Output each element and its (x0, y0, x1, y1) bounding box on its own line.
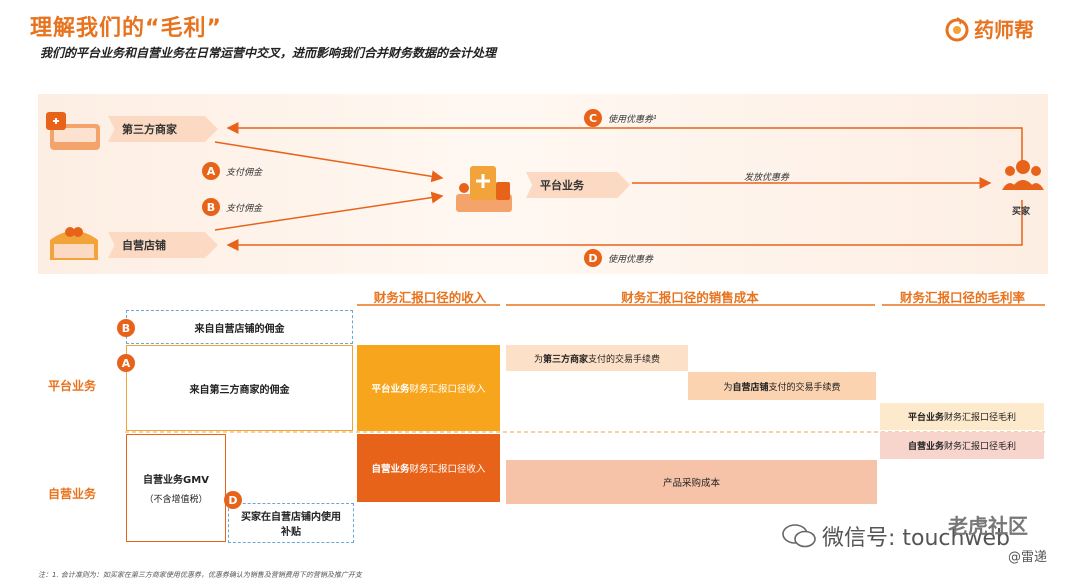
box-a-badge: A (117, 354, 135, 372)
margin-platform: 平台业务财务汇报口径毛利 (880, 403, 1044, 430)
page-subtitle: 我们的平台业务和自营业务在日常运营中交叉，进而影响我们合并财务数据的会计处理 (40, 46, 497, 60)
margin-self: 自营业务财务汇报口径毛利 (880, 432, 1044, 459)
col-header-revenue: 财务汇报口径的收入 (373, 290, 487, 305)
logo-icon (945, 16, 969, 41)
box-self-gmv: 自营业务GMV （不含增值税） (126, 434, 226, 542)
wechat-watermark: 微信号: touchweb (782, 520, 1010, 552)
col-header-margin: 财务汇报口径的毛利率 (899, 290, 1025, 305)
box-b-commission-own-store: 来自自营店铺的佣金 (126, 310, 353, 344)
third-party-merchant-node: 第三方商家 (108, 116, 218, 142)
box-b-text: 来自自营店铺的佣金 (194, 323, 285, 335)
store-icon (50, 227, 98, 260)
revenue-self-block: 自营业务财务汇报口径收入 (357, 434, 500, 502)
community-watermark: 老虎社区 (948, 514, 1028, 538)
cost-third-party-fee: 为第三方商家支付的交易手续费 (506, 345, 688, 371)
cost-third-bold: 第三方商家 (542, 354, 588, 365)
step-d-label: 使用优惠券 (608, 254, 654, 265)
logo-text: 药师帮 (974, 18, 1034, 42)
margin-self-bold: 自营业务 (907, 442, 944, 452)
step-b-label: 支付佣金 (226, 203, 263, 214)
margin-self-rest: 财务汇报口径毛利 (944, 442, 1017, 452)
own-store-node: 自营店铺 (108, 232, 218, 258)
cost-own-post: 支付的交易手续费 (768, 382, 841, 393)
box-d-text: 买家在自营店铺内使用补贴 (241, 512, 341, 538)
cost-own-bold: 自营店铺 (732, 382, 769, 393)
cost-own-store-fee: 为自营店铺支付的交易手续费 (688, 372, 876, 400)
box-d-buyer-subsidy: 买家在自营店铺内使用补贴 (228, 503, 354, 543)
step-c-label: 使用优惠券¹ (608, 114, 657, 125)
buyer-group-icon (1002, 160, 1044, 190)
step-d: D 使用优惠券 (584, 249, 653, 267)
step-d-badge: D (584, 249, 602, 267)
brand-logo: 药师帮 (944, 14, 1034, 43)
page-title: 理解我们的“毛利” (30, 16, 222, 41)
box-a-text: 来自第三方商家的佣金 (189, 384, 290, 396)
box-a-commission-third-party: 来自第三方商家的佣金 (126, 345, 353, 431)
flow-arrows (214, 122, 1023, 251)
step-a-badge: A (202, 162, 220, 180)
col-header-cost: 财务汇报口径的销售成本 (621, 290, 759, 305)
step-c-badge: C (584, 109, 602, 127)
cost-third-post: 支付的交易手续费 (588, 354, 661, 365)
revenue-self-rest: 财务汇报口径收入 (409, 464, 486, 475)
box-b-badge: B (117, 319, 135, 337)
box-gmv-line2: （不含增值税） (144, 495, 208, 505)
author-watermark: @雷递 (1008, 550, 1048, 565)
revenue-platform-block: 平台业务财务汇报口径收入 (357, 345, 500, 431)
wechat-id-text: 微信号: touchweb (822, 526, 1010, 551)
cost-own-pre: 为 (723, 382, 733, 393)
box-d-badge: D (224, 491, 242, 509)
buyer-label: 买家 (1012, 207, 1031, 217)
step-b: B 支付佣金 (202, 198, 262, 216)
shopping-platform-icon (456, 166, 512, 212)
step-a-label: 支付佣金 (226, 167, 263, 178)
cost-product-purchase: 产品采购成本 (506, 460, 877, 504)
revenue-platform-rest: 财务汇报口径收入 (409, 384, 486, 395)
row-label-self: 自营业务 (48, 487, 97, 501)
step-b-badge: B (202, 198, 220, 216)
revenue-self-bold: 自营业务 (371, 464, 410, 475)
platform-business-node: 平台业务 (526, 172, 630, 198)
issue-coupon-label: 发放优惠券 (744, 173, 790, 183)
wechat-icon (782, 524, 816, 548)
step-c: C 使用优惠券¹ (584, 109, 657, 127)
margin-platform-rest: 财务汇报口径毛利 (944, 413, 1017, 423)
revenue-platform-bold: 平台业务 (371, 384, 410, 395)
box-gmv-line1: 自营业务GMV (143, 475, 209, 486)
merchant-phone-icon (46, 112, 100, 150)
cost-third-pre: 为 (533, 354, 543, 365)
row-label-platform: 平台业务 (48, 379, 97, 393)
margin-platform-bold: 平台业务 (907, 413, 944, 423)
step-a: A 支付佣金 (202, 162, 262, 180)
footnote: 注：1. 会计准则为：如买家在第三方商家使用优惠券，优惠券确认为销售及营销费用下… (38, 571, 362, 579)
